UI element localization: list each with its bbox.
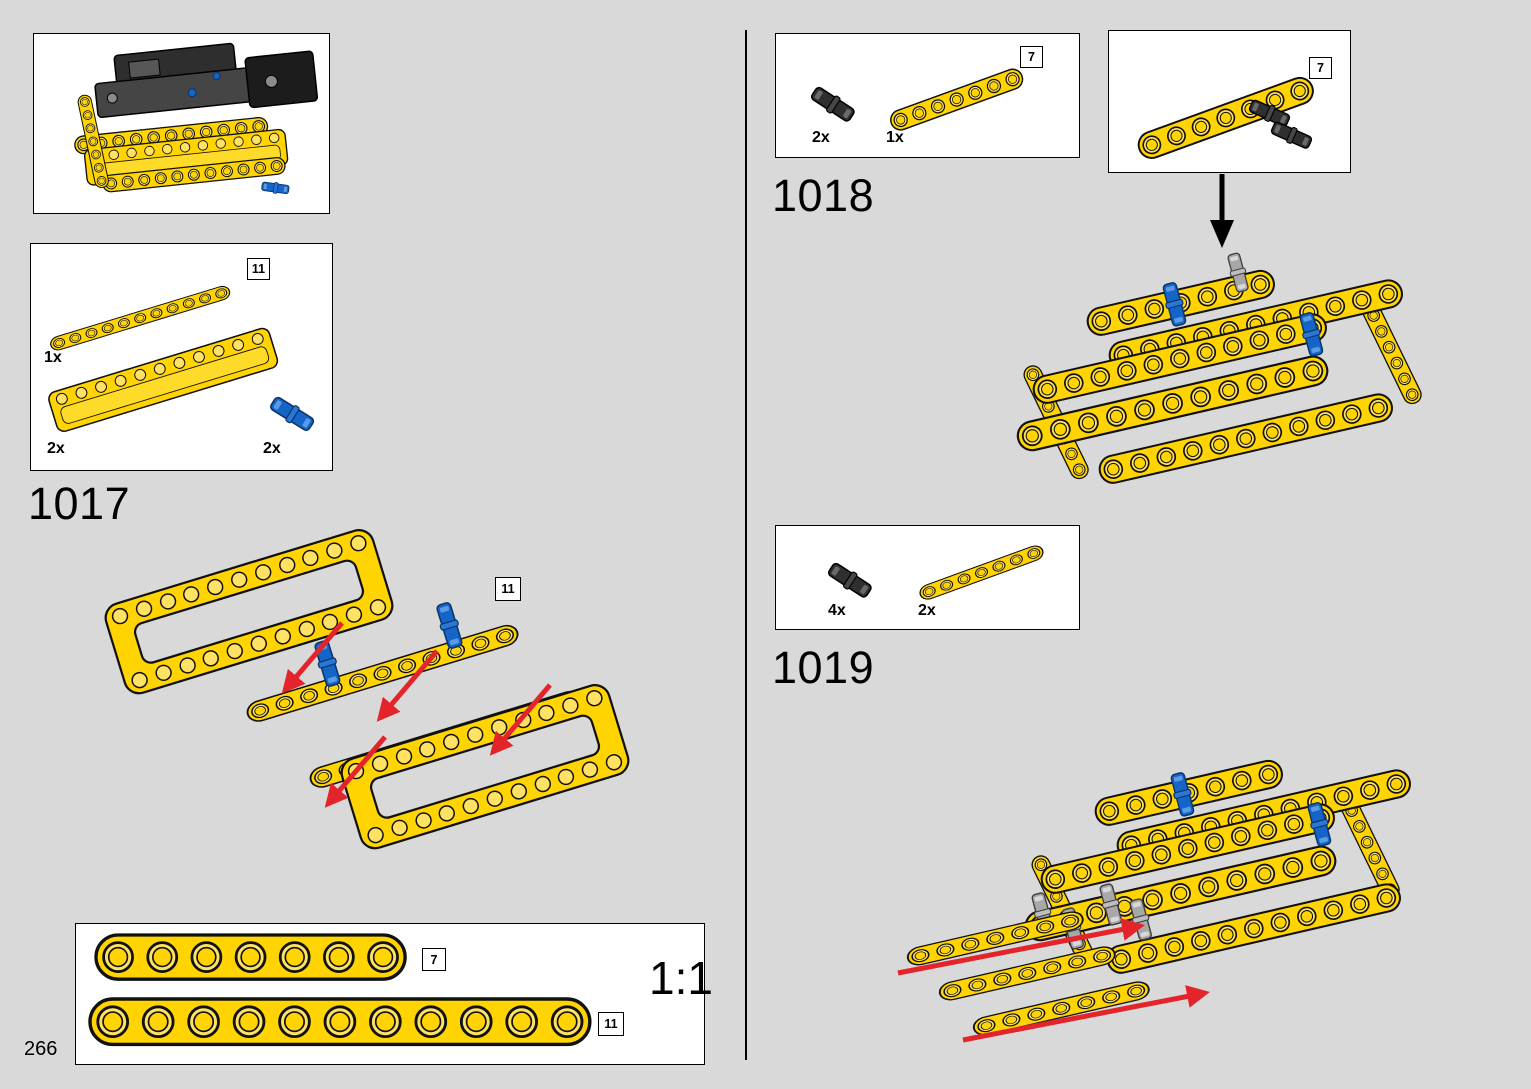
insertion-arrows-red: [281, 621, 552, 808]
qty-beam-7: 1x: [886, 129, 904, 146]
pin-3l-dark-icon: [825, 559, 875, 601]
step-number-1017: 1017: [28, 478, 131, 529]
placement-arrow-down: [1210, 174, 1234, 248]
subassembly-callout-box-1018: 7: [1108, 30, 1351, 173]
pin-3l-blue-icon: [267, 393, 317, 435]
parts-box-1019: 4x 2x: [775, 525, 1080, 630]
qty-thin-liftarm: 1x: [44, 349, 62, 366]
assembly-1018-illustration: [1013, 251, 1425, 487]
length-badge-7: 7: [422, 948, 446, 971]
length-badge-11-diagram: 11: [495, 577, 521, 601]
preview-pin-blue-icon: [260, 180, 290, 196]
model-preview-illustration: [73, 42, 319, 196]
assembly-1019-illustration: [897, 757, 1414, 1043]
assembly-1017-illustration: [100, 525, 634, 854]
panel-frame-bottom-icon: [336, 680, 634, 854]
thin-liftarm-7-icon: [917, 542, 1046, 603]
scale-beams-illustration: [88, 933, 592, 1047]
panel-frame-top-icon: [100, 525, 398, 699]
subassembly-1018-illustration: [1134, 73, 1318, 163]
page-number: 266: [24, 1038, 58, 1060]
column-divider: [745, 30, 747, 1060]
qty-pin-dark: 4x: [828, 602, 846, 619]
beam-7-actual-size-icon: [94, 933, 407, 981]
parts-1017-illustration: [46, 283, 317, 435]
thin-liftarm-11-icon: [48, 283, 232, 353]
qty-panel: 2x: [47, 440, 65, 457]
pin-3l-dark-icon: [808, 83, 858, 125]
step-number-1018: 1018: [772, 170, 875, 221]
length-badge-11: 11: [598, 1012, 624, 1036]
beam-7-icon: [887, 65, 1027, 134]
chassis-dark-body-icon: [94, 42, 319, 119]
parts-box-1018: 7 2x 1x: [775, 33, 1080, 158]
scale-1to1-box: 7 11 1:1: [75, 923, 713, 1065]
insertion-arrows-red: [897, 918, 1210, 1043]
length-badge-7-callout: 7: [1309, 57, 1332, 79]
qty-pin-dark: 2x: [812, 129, 830, 146]
model-preview-box: [33, 33, 330, 214]
beam-7-with-pins-icon: [1134, 73, 1318, 163]
qty-thin-liftarm-7: 2x: [918, 602, 936, 619]
qty-pin-blue: 2x: [263, 440, 281, 457]
scale-ratio-label: 1:1: [649, 952, 713, 1004]
step-number-1019: 1019: [772, 642, 875, 693]
beam-11-actual-size-icon: [88, 997, 592, 1047]
length-badge-11: 11: [247, 258, 270, 280]
parts-box-1017: 11 1x 2x 2x: [30, 243, 333, 471]
length-badge-7: 7: [1020, 46, 1043, 68]
